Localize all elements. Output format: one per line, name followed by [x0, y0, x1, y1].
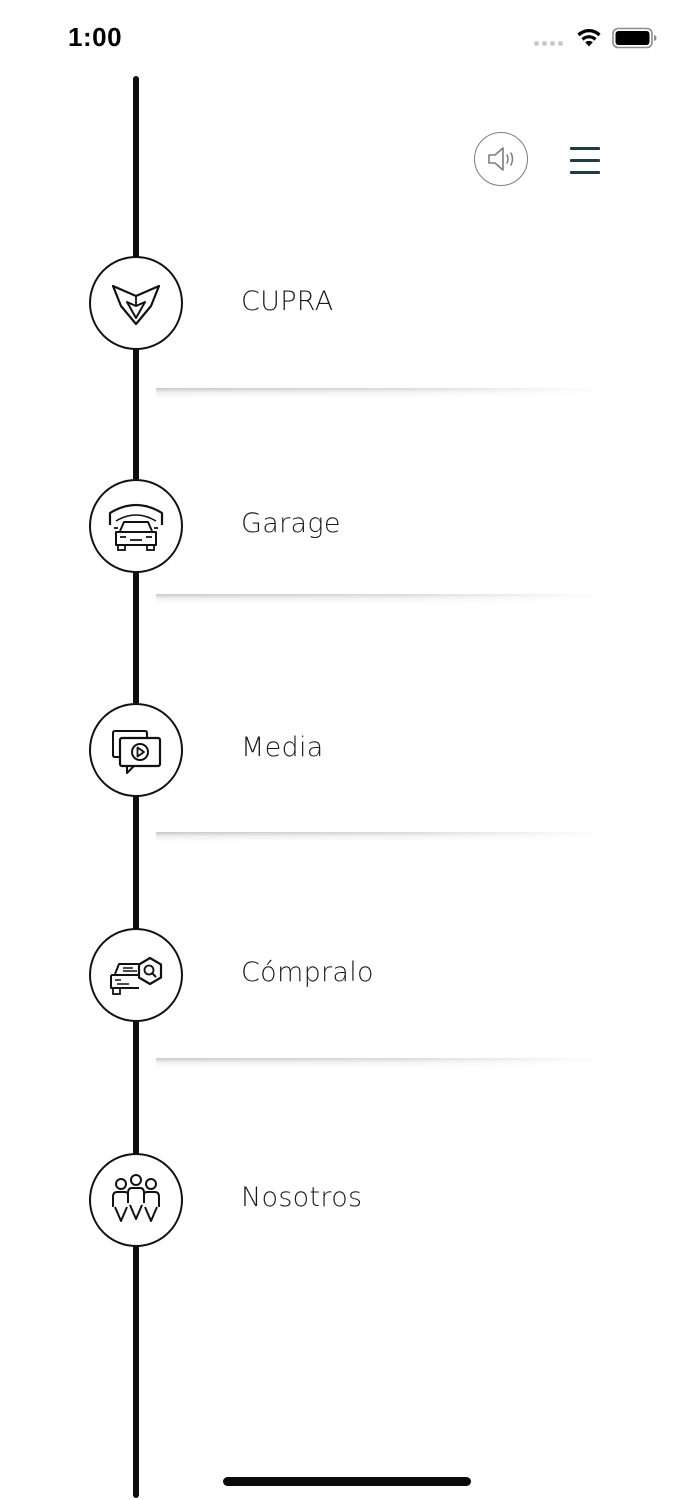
divider	[156, 1058, 608, 1068]
divider	[156, 388, 608, 398]
divider	[156, 832, 608, 842]
hamburger-menu-button[interactable]	[566, 140, 604, 180]
menu-item-label: Cómpralo	[241, 957, 374, 988]
menu-item-label: Nosotros	[241, 1182, 363, 1213]
menu-item-label: Garage	[241, 508, 341, 539]
menu-item-nosotros[interactable]: Nosotros	[0, 1140, 693, 1260]
wifi-icon	[577, 29, 601, 47]
menu-item-label: Media	[241, 732, 324, 763]
menu-item-label: CUPRA	[241, 286, 334, 317]
media-play-icon	[89, 703, 183, 797]
menu-item-media[interactable]: Media	[0, 690, 693, 810]
signal-dots-icon	[534, 41, 563, 46]
menu-item-cupra[interactable]: CUPRA	[0, 244, 693, 364]
car-search-icon	[89, 928, 183, 1022]
cupra-logo-icon	[89, 256, 183, 350]
garage-car-icon	[89, 479, 183, 573]
battery-icon	[612, 27, 657, 49]
speaker-icon	[488, 147, 514, 171]
menu-item-compralo[interactable]: Cómpralo	[0, 915, 693, 1035]
hamburger-menu-icon	[570, 147, 600, 150]
home-indicator[interactable]	[223, 1477, 471, 1486]
hamburger-line	[570, 171, 600, 174]
people-group-icon	[89, 1153, 183, 1247]
hamburger-line	[570, 159, 600, 162]
divider	[156, 594, 608, 604]
menu-item-garage[interactable]: Garage	[0, 466, 693, 586]
sound-toggle-button[interactable]	[474, 132, 528, 186]
status-time: 1:00	[68, 22, 123, 52]
status-bar: 1:00	[0, 0, 693, 80]
